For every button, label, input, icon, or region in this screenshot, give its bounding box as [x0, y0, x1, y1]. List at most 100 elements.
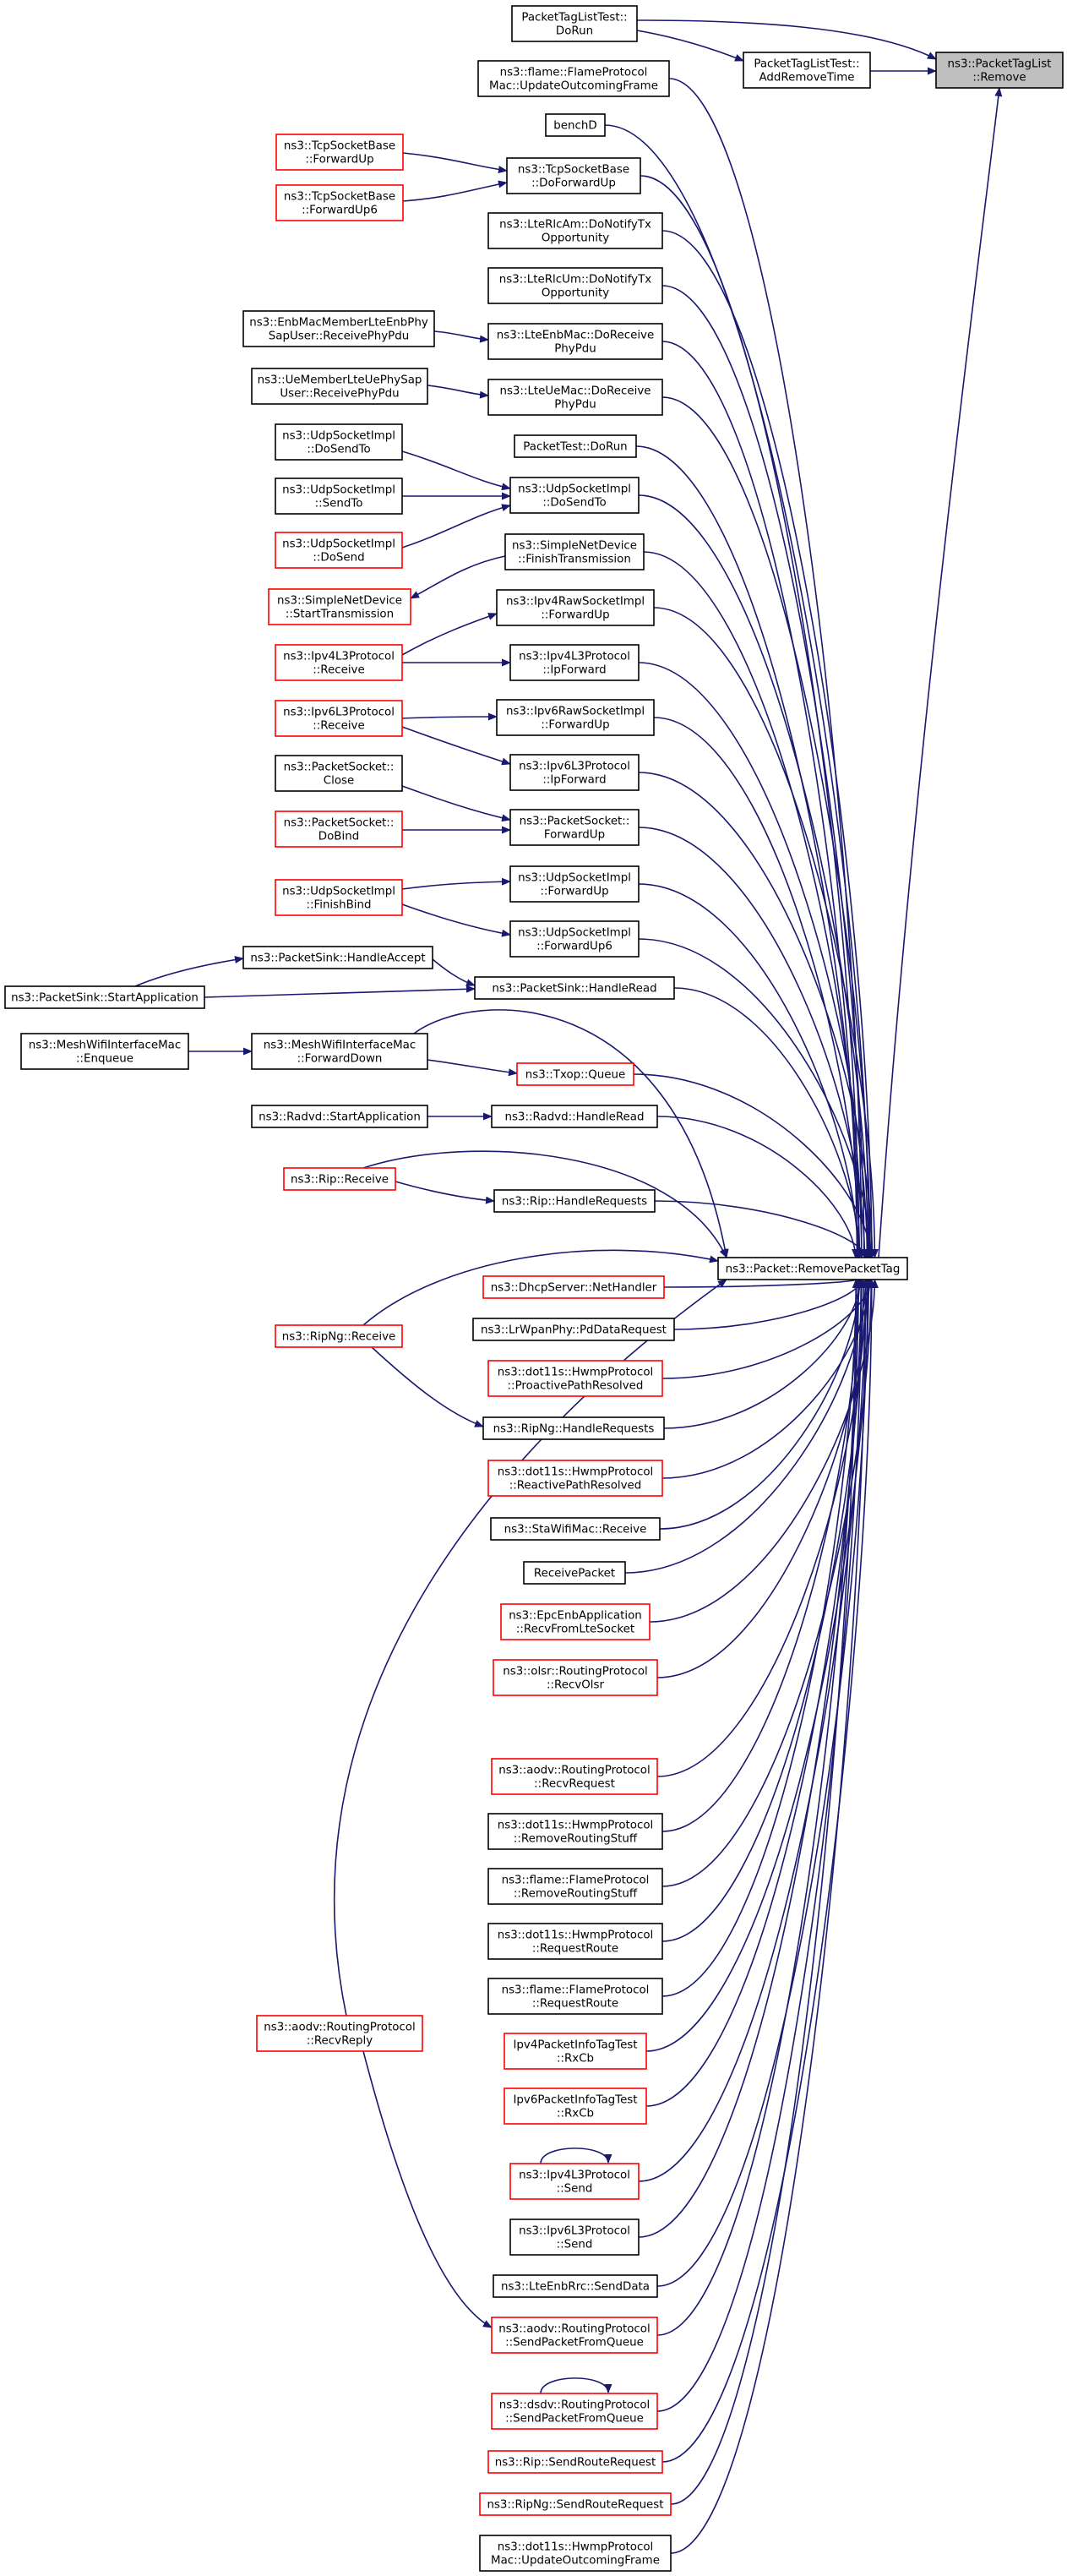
node-tag-remove[interactable]: ns3::PacketTagList::Remove	[935, 52, 1064, 89]
node-receive-packet[interactable]: ReceivePacket	[523, 1561, 626, 1585]
edge-enb-phy-sap-to-enb-mac-rx	[433, 330, 489, 343]
node-hwmp-remove-stuff[interactable]: ns3::dot11s::HwmpProtocol::RemoveRouting…	[487, 1813, 663, 1850]
node-hwmp-req-route[interactable]: ns3::dot11s::HwmpProtocol::RequestRoute	[487, 1923, 663, 1960]
node-rip-send-req[interactable]: ns3::Rip::SendRouteRequest	[487, 2450, 663, 2474]
node-udp-send-to[interactable]: ns3::UdpSocketImpl::SendTo	[275, 478, 403, 515]
node-ipv6-tag-rx[interactable]: Ipv6PacketInfoTagTest::RxCb	[504, 2088, 647, 2125]
node-pkt-sock-fwd[interactable]: ns3::PacketSocket::ForwardUp	[509, 809, 640, 846]
edge-flame-update-to-remove-packet-tag	[668, 78, 866, 1258]
node-sink-accept[interactable]: ns3::PacketSink::HandleAccept	[242, 946, 433, 969]
node-txop-queue[interactable]: ns3::Txop::Queue	[516, 1062, 634, 1086]
node-box	[504, 2033, 647, 2070]
node-ue-phy-sap[interactable]: ns3::UeMemberLteUePhySapUser::ReceivePhy…	[251, 368, 428, 405]
node-label: ns3::dot11s::HwmpProtocol	[498, 1929, 654, 1942]
node-add-remove-time[interactable]: PacketTagListTest::AddRemoveTime	[743, 52, 871, 89]
node-box	[275, 134, 404, 171]
node-mesh-enqueue[interactable]: ns3::MeshWifiInterfaceMac::Enqueue	[20, 1033, 189, 1070]
node-ipv4-tag-rx[interactable]: Ipv4PacketInfoTagTest::RxCb	[504, 2033, 647, 2070]
node-pkt-sock-close[interactable]: ns3::PacketSocket::Close	[275, 755, 403, 792]
node-ipv6-raw-fwd[interactable]: ns3::Ipv6RawSocketImpl::ForwardUp	[496, 699, 655, 736]
node-ipv4-l3-rx[interactable]: ns3::Ipv4L3Protocol::Receive	[275, 644, 403, 681]
node-flame-update[interactable]: ns3::flame::FlameProtocolMac::UpdateOutc…	[477, 60, 670, 97]
node-ipv4-l3-ip-fwd[interactable]: ns3::Ipv4L3Protocol::IpForward	[509, 644, 640, 681]
node-ipv6-l3-ip-fwd[interactable]: ns3::Ipv6L3Protocol::IpForward	[509, 754, 640, 791]
node-label: ::RequestRoute	[532, 1943, 618, 1956]
node-dsdv-send-queue[interactable]: ns3::dsdv::RoutingProtocol::SendPacketFr…	[491, 2393, 658, 2430]
node-sink-read[interactable]: ns3::PacketSink::HandleRead	[474, 976, 675, 1000]
node-enb-phy-sap[interactable]: ns3::EnbMacMemberLteEnbPhySapUser::Recei…	[242, 310, 435, 347]
edge-receive-packet-to-remove-packet-tag	[624, 1279, 870, 1574]
node-label: ::StartTransmission	[286, 609, 394, 621]
node-udp-fwd6[interactable]: ns3::UdpSocketImpl::ForwardUp6	[509, 920, 640, 958]
node-enb-rrc-send[interactable]: ns3::LteEnbRrc::SendData	[493, 2274, 658, 2298]
node-ripng-handle-req[interactable]: ns3::RipNg::HandleRequests	[482, 1416, 665, 1440]
node-simple-start[interactable]: ns3::SimpleNetDevice::StartTransmission	[268, 588, 411, 625]
edge-rlc-um-to-remove-packet-tag	[661, 285, 868, 1258]
node-tag-list-do-run[interactable]: PacketTagListTest::DoRun	[511, 5, 638, 42]
node-sta-rx[interactable]: ns3::StaWifiMac::Receive	[490, 1517, 661, 1541]
node-tcp-fwd6[interactable]: ns3::TcpSocketBase::ForwardUp6	[275, 184, 404, 221]
node-dhcp-net[interactable]: ns3::DhcpServer::NetHandler	[482, 1275, 665, 1299]
node-ripng-send-req[interactable]: ns3::RipNg::SendRouteRequest	[479, 2492, 672, 2516]
node-flame-remove-stuff[interactable]: ns3::flame::FlameProtocol::RemoveRouting…	[487, 1868, 663, 1905]
edge-ue-phy-sap-to-ue-mac-rx	[427, 385, 489, 399]
node-box	[496, 699, 655, 736]
node-label: ns3::SimpleNetDevice	[277, 595, 402, 608]
node-hwmp-update[interactable]: ns3::dot11s::HwmpProtocolMac::UpdateOutc…	[479, 2535, 672, 2572]
node-label: PacketTest::DoRun	[523, 441, 627, 454]
node-hwmp-reactive[interactable]: ns3::dot11s::HwmpProtocol::ReactivePathR…	[487, 1460, 663, 1497]
node-rip-handle-req[interactable]: ns3::Rip::HandleRequests	[493, 1189, 656, 1213]
node-rip-rx[interactable]: ns3::Rip::Receive	[283, 1167, 396, 1191]
node-label: ns3::PacketSocket::	[284, 817, 395, 830]
edge-udp-do-send-to-udp-do-send-to-b	[401, 504, 511, 548]
node-bench-d[interactable]: benchD	[545, 113, 606, 137]
node-label: Mac::UpdateOutcomingFrame	[489, 80, 658, 93]
node-pkt-sock-bind[interactable]: ns3::PacketSocket::DoBind	[275, 810, 403, 848]
node-hwmp-proactive[interactable]: ns3::dot11s::HwmpProtocol::ProactivePath…	[487, 1360, 663, 1397]
node-tcp-fwd[interactable]: ns3::TcpSocketBase::ForwardUp	[275, 134, 404, 171]
edge-simple-finish-to-simple-start	[410, 555, 506, 599]
edge-tcp-fwd6-to-tcp-do-fwd	[402, 180, 508, 202]
node-label: ::IpForward	[542, 774, 606, 787]
node-ripng-rx[interactable]: ns3::RipNg::Receive	[275, 1324, 403, 1348]
node-udp-do-send-to-b[interactable]: ns3::UdpSocketImpl::DoSendTo	[509, 477, 640, 514]
node-olsr-recv[interactable]: ns3::olsr::RoutingProtocol::RecvOlsr	[493, 1659, 658, 1696]
node-aodv-recv-reply[interactable]: ns3::aodv::RoutingProtocol::RecvReply	[256, 2015, 423, 2052]
node-tcp-do-fwd[interactable]: ns3::TcpSocketBase::DoForwardUp	[506, 157, 641, 194]
node-label: Ipv4PacketInfoTagTest	[513, 2039, 637, 2052]
node-ipv4-raw-fwd[interactable]: ns3::Ipv4RawSocketImpl::ForwardUp	[496, 589, 655, 626]
node-radvd-start[interactable]: ns3::Radvd::StartApplication	[251, 1105, 428, 1128]
node-ipv4-l3-send[interactable]: ns3::Ipv4L3Protocol::Send	[509, 2163, 640, 2200]
node-label: ::ProactivePathResolved	[508, 1380, 644, 1393]
node-aodv-recv-req[interactable]: ns3::aodv::RoutingProtocol::RecvRequest	[491, 1758, 658, 1795]
node-label: ns3::TcpSocketBase	[518, 164, 629, 177]
node-ipv6-l3-send[interactable]: ns3::Ipv6L3Protocol::Send	[509, 2219, 640, 2256]
node-label: ns3::flame::FlameProtocol	[502, 1875, 650, 1887]
node-label: ::Receive	[313, 720, 364, 733]
edge-rip-handle-req-to-remove-packet-tag	[654, 1200, 870, 1258]
node-remove-packet-tag[interactable]: ns3::Packet::RemovePacketTag	[717, 1257, 908, 1280]
node-label: ns3::flame::FlameProtocol	[500, 67, 648, 79]
node-sink-start[interactable]: ns3::PacketSink::StartApplication	[4, 985, 205, 1009]
node-label: ::RecvReply	[307, 2035, 373, 2048]
node-lrwpan[interactable]: ns3::LrWpanPhy::PdDataRequest	[472, 1318, 675, 1341]
node-epc-recv[interactable]: ns3::EpcEnbApplication::RecvFromLteSocke…	[500, 1603, 651, 1640]
node-udp-fwd[interactable]: ns3::UdpSocketImpl::ForwardUp	[509, 865, 640, 903]
node-label: ::SendTo	[315, 498, 363, 510]
node-box	[493, 1189, 656, 1213]
node-udp-finish-bind[interactable]: ns3::UdpSocketImpl::FinishBind	[275, 879, 403, 916]
node-ipv6-l3-rx[interactable]: ns3::Ipv6L3Protocol::Receive	[275, 700, 403, 737]
node-radvd-read[interactable]: ns3::Radvd::HandleRead	[491, 1105, 658, 1128]
node-packet-test-do-run[interactable]: PacketTest::DoRun	[514, 434, 637, 458]
node-mesh-fwd-down[interactable]: ns3::MeshWifiInterfaceMac::ForwardDown	[251, 1033, 428, 1070]
node-udp-do-send-to-a[interactable]: ns3::UdpSocketImpl::DoSendTo	[275, 423, 403, 461]
node-box	[717, 1257, 908, 1280]
node-udp-do-send[interactable]: ns3::UdpSocketImpl::DoSend	[275, 532, 403, 569]
node-simple-finish[interactable]: ns3::SimpleNetDevice::FinishTransmission	[504, 533, 645, 570]
node-flame-req-route[interactable]: ns3::flame::FlameProtocol::RequestRoute	[487, 1978, 663, 2015]
node-aodv-send-queue[interactable]: ns3::aodv::RoutingProtocol::SendPacketFr…	[491, 2317, 658, 2354]
